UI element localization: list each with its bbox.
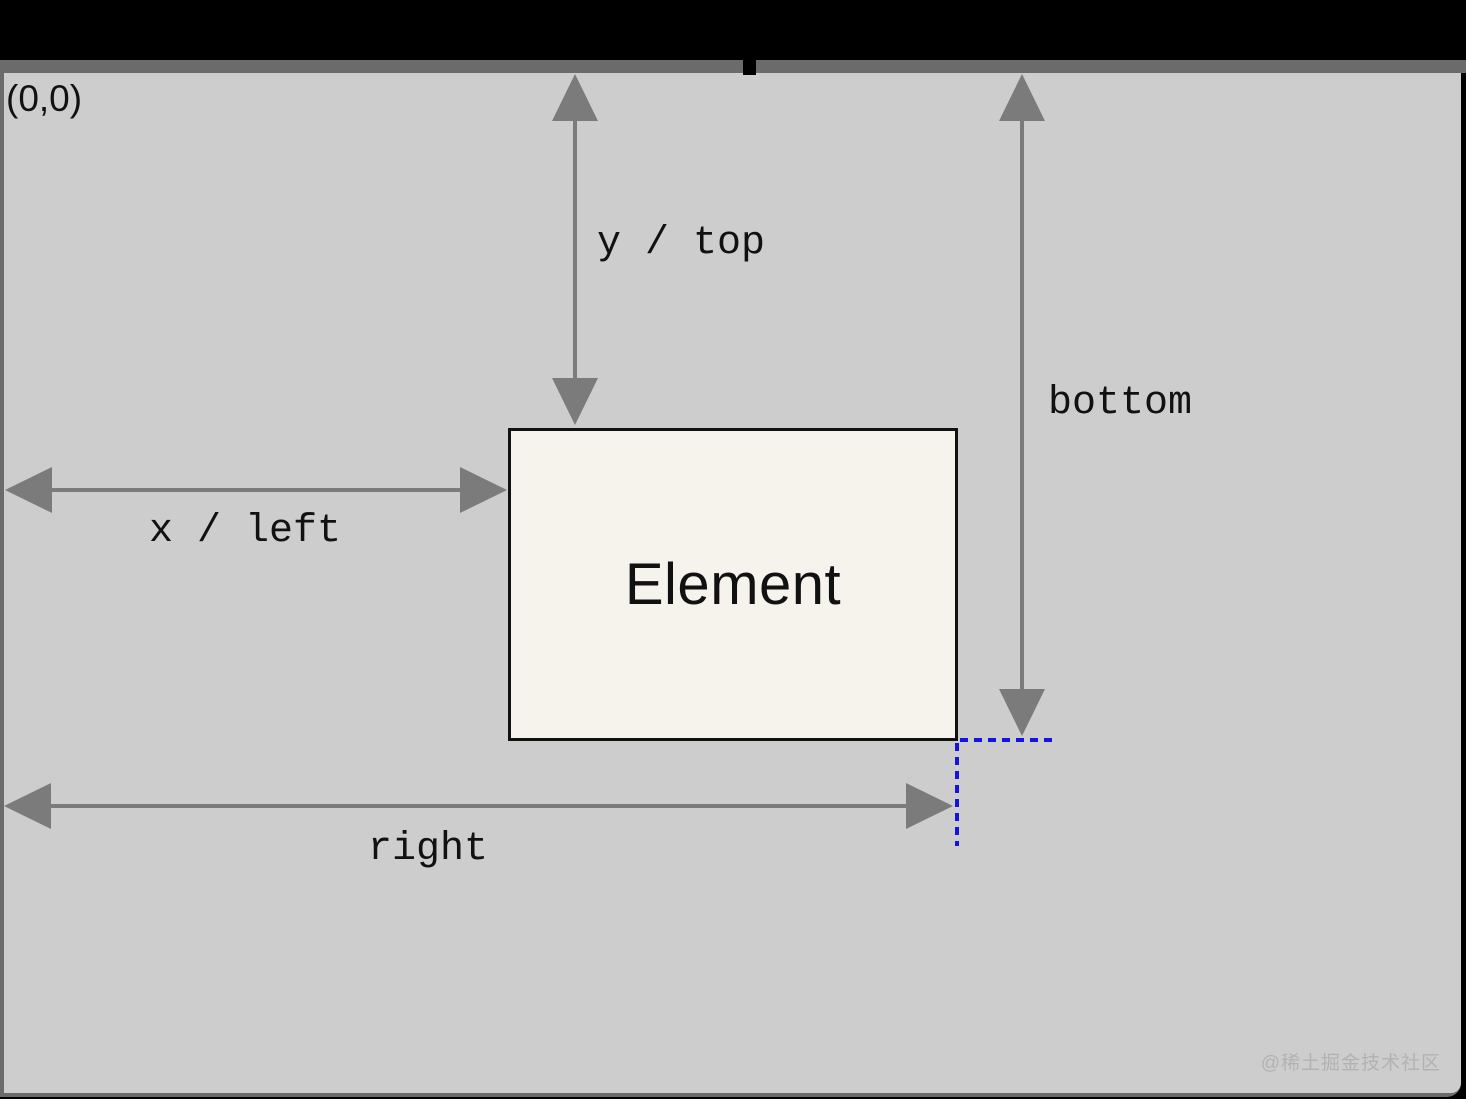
caret-mark (743, 59, 756, 75)
origin-label: (0,0) (6, 78, 83, 119)
y-top-label: y / top (597, 221, 766, 266)
slide-frame-top-strip (1461, 60, 1466, 73)
element-box-label: Element (624, 552, 842, 617)
watermark: @稀土掘金技术社区 (1260, 1053, 1441, 1074)
right-label: right (368, 827, 489, 872)
x-left-label: x / left (149, 509, 342, 554)
bottom-label: bottom (1048, 381, 1193, 426)
element-box: Element (508, 428, 958, 741)
